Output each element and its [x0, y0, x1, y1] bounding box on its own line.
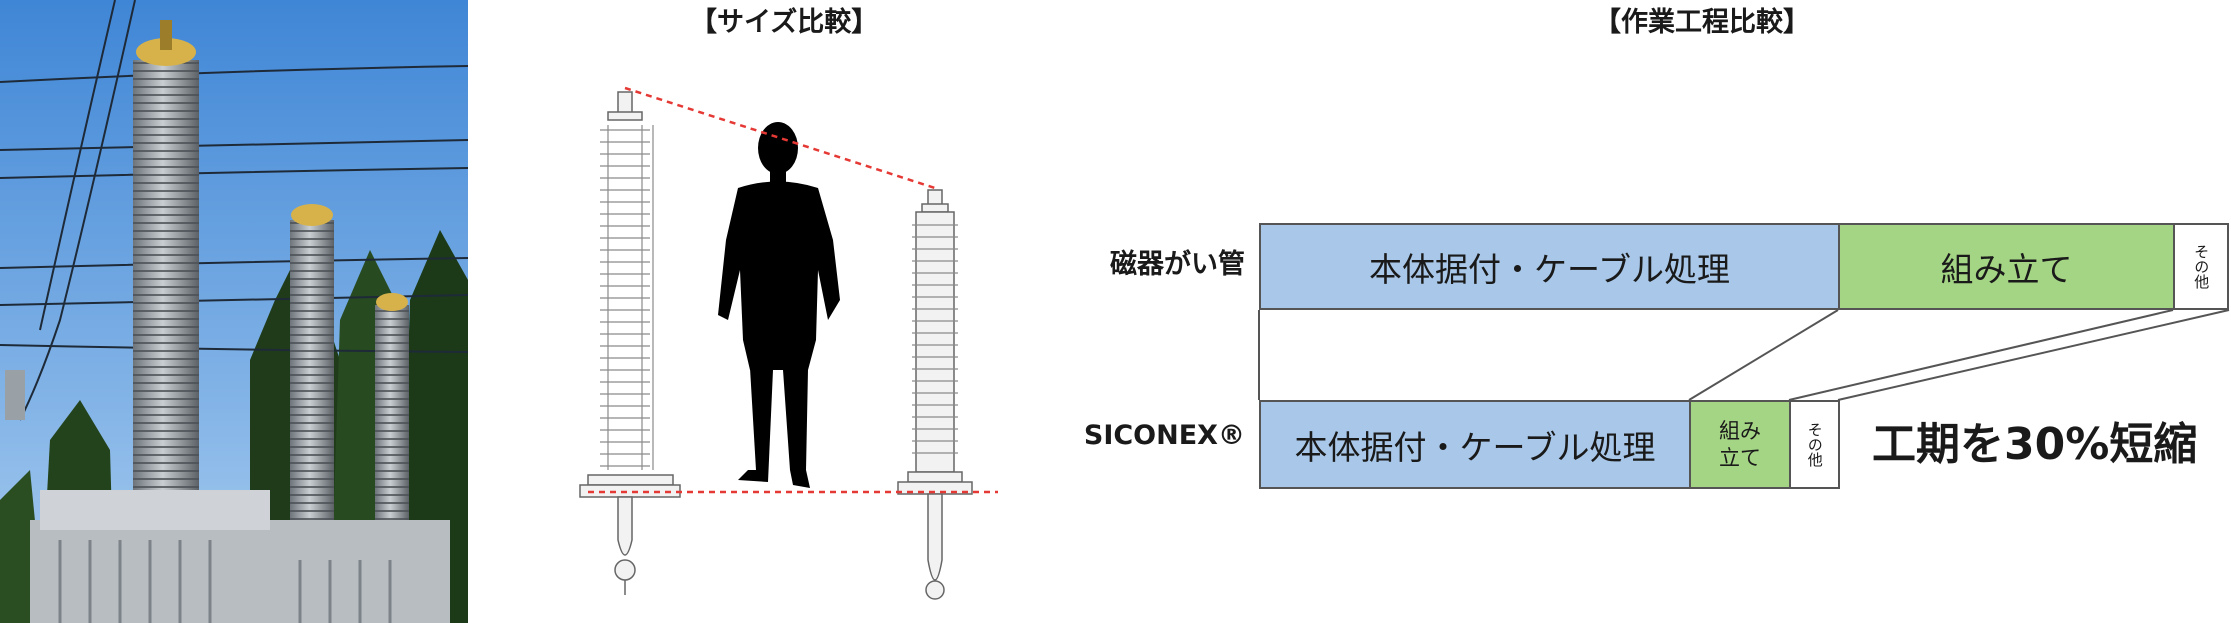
row-label-porcelain: 磁器がい管	[1110, 249, 1245, 280]
size-comparison-diagram	[579, 86, 998, 600]
porcelain-bushing-drawing	[579, 91, 681, 595]
row1-installation-segment: 本体据付・ケーブル処理	[1259, 223, 1840, 310]
row2-installation-segment: 本体据付・ケーブル処理	[1259, 400, 1691, 489]
substation-bushing-photo	[0, 0, 468, 623]
row2-other-segment: その他	[1789, 400, 1840, 489]
row1-assembly-label: 組み立て	[1940, 249, 2073, 289]
siconex-bushing-drawing	[897, 189, 973, 600]
row2-assembly-label-line2: 立て	[1719, 445, 1761, 470]
schedule-reduction-text: 工期を30%短縮	[1872, 419, 2198, 470]
row2-installation-label: 本体据付・ケーブル処理	[1294, 427, 1656, 467]
row1-other-label: その他	[2192, 244, 2211, 289]
row1-other-segment: その他	[2173, 223, 2229, 310]
row2-assembly-segment: 組み 立て	[1689, 400, 1791, 489]
row2-assembly-label-line1: 組み	[1719, 419, 1761, 444]
row1-installation-label: 本体据付・ケーブル処理	[1368, 249, 1731, 289]
row-label-siconex: SICONEX®	[1083, 420, 1245, 451]
row1-assembly-segment: 組み立て	[1838, 223, 2175, 310]
process-comparison-title: 【作業工程比較】	[1594, 7, 1810, 38]
row2-other-label: その他	[1805, 422, 1824, 467]
person-silhouette	[718, 122, 840, 488]
size-comparison-title: 【サイズ比較】	[690, 7, 879, 38]
